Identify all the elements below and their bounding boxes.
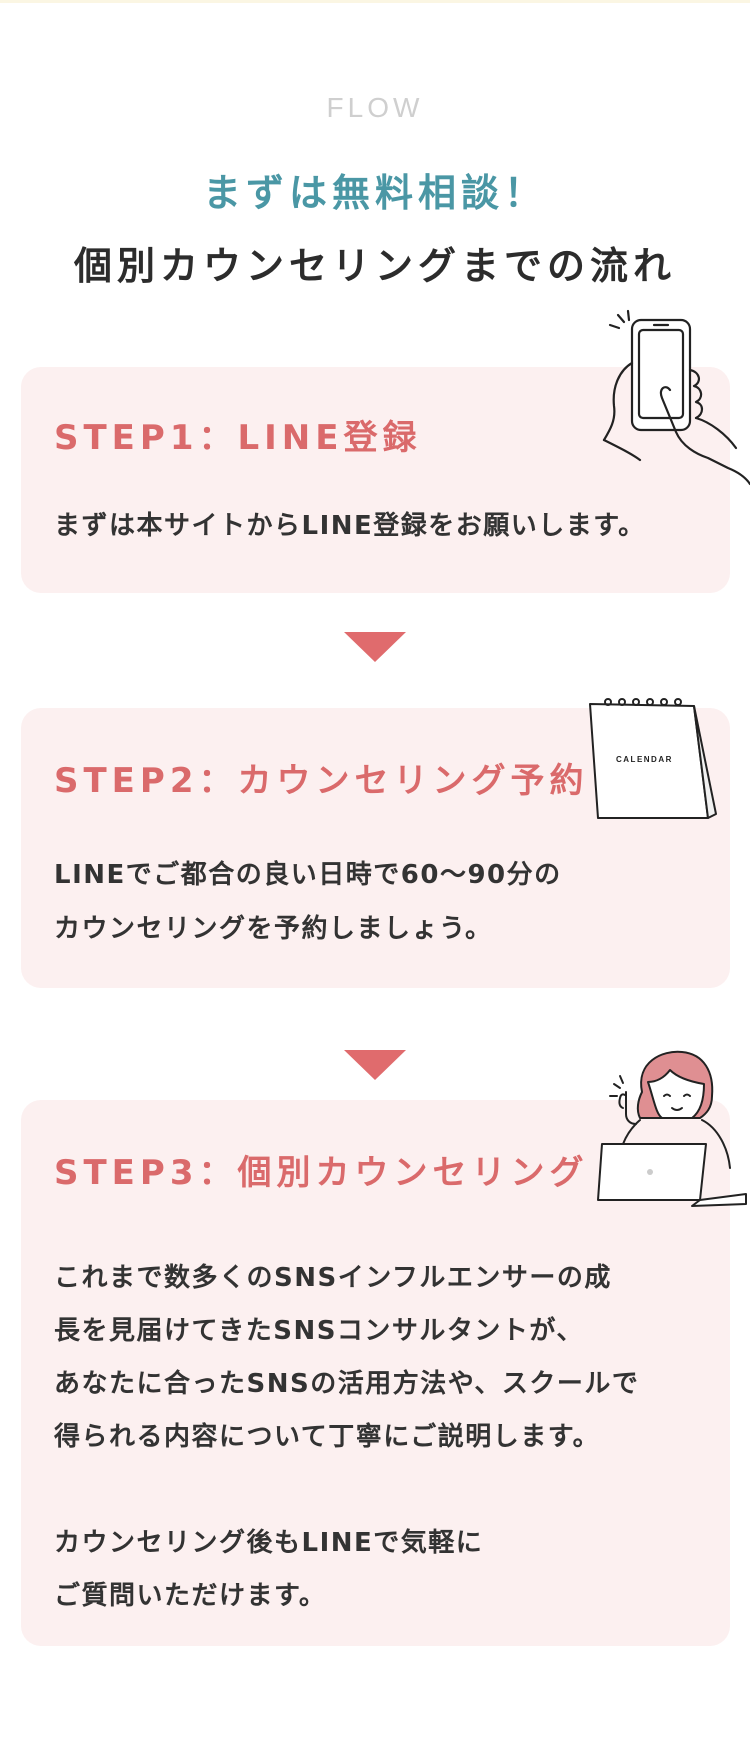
step-3-body-line: カウンセリング後もLINEで気軽に — [54, 1528, 484, 1558]
step-3-description: これまで数多くのSNSインフルエンサーの成 長を見届けてきたSNSコンサルタント… — [54, 1252, 639, 1623]
section-title: 個別カウンセリングまでの流れ — [73, 244, 676, 288]
step-1-description: まずは本サイトからLINE登録をお願いします。 — [54, 505, 646, 542]
step-3-body-line: あなたに合ったSNSの活用方法や、スクールで — [54, 1369, 640, 1399]
hand-holding-smartphone-icon — [600, 308, 750, 488]
section-label: FLOW — [326, 92, 424, 123]
step-3-body-line: 長を見届けてきたSNSコンサルタントが、 — [54, 1316, 584, 1346]
step-arrow-down-1 — [344, 632, 406, 662]
step-2-body-line: LINEでご都合の良い日時で60〜90分の — [54, 860, 562, 890]
step-arrow-down-2 — [344, 1050, 406, 1080]
top-divider — [0, 0, 750, 3]
step-3-title: STEP3：個別カウンセリング — [54, 1153, 589, 1193]
step-2-body-line: カウンセリングを予約しましょう。 — [54, 914, 493, 944]
desk-calendar-icon: CALENDAR — [582, 694, 722, 824]
step-1-card: STEP1：LINE登録 まずは本サイトからLINE登録をお願いします。 — [21, 367, 730, 593]
step-2-description: LINEでご都合の良い日時で60〜90分の カウンセリングを予約しましょう。 — [54, 848, 562, 956]
step-2-title: STEP2：カウンセリング予約 — [54, 761, 589, 801]
woman-with-laptop-icon — [596, 1048, 750, 1208]
step-3-body-line: ご質問いただけます。 — [54, 1581, 327, 1611]
step-1-body-line: まずは本サイトからLINE登録をお願いします。 — [54, 511, 646, 541]
headline-accent: まずは無料相談！ — [202, 171, 547, 215]
step-3-body-line: これまで数多くのSNSインフルエンサーの成 — [54, 1263, 612, 1293]
step-1-title: STEP1：LINE登録 — [54, 418, 422, 458]
step-3-body-line — [54, 1464, 639, 1517]
step-3-body-line: 得られる内容について丁寧にご説明します。 — [54, 1422, 601, 1452]
calendar-label: CALENDAR — [616, 755, 673, 764]
